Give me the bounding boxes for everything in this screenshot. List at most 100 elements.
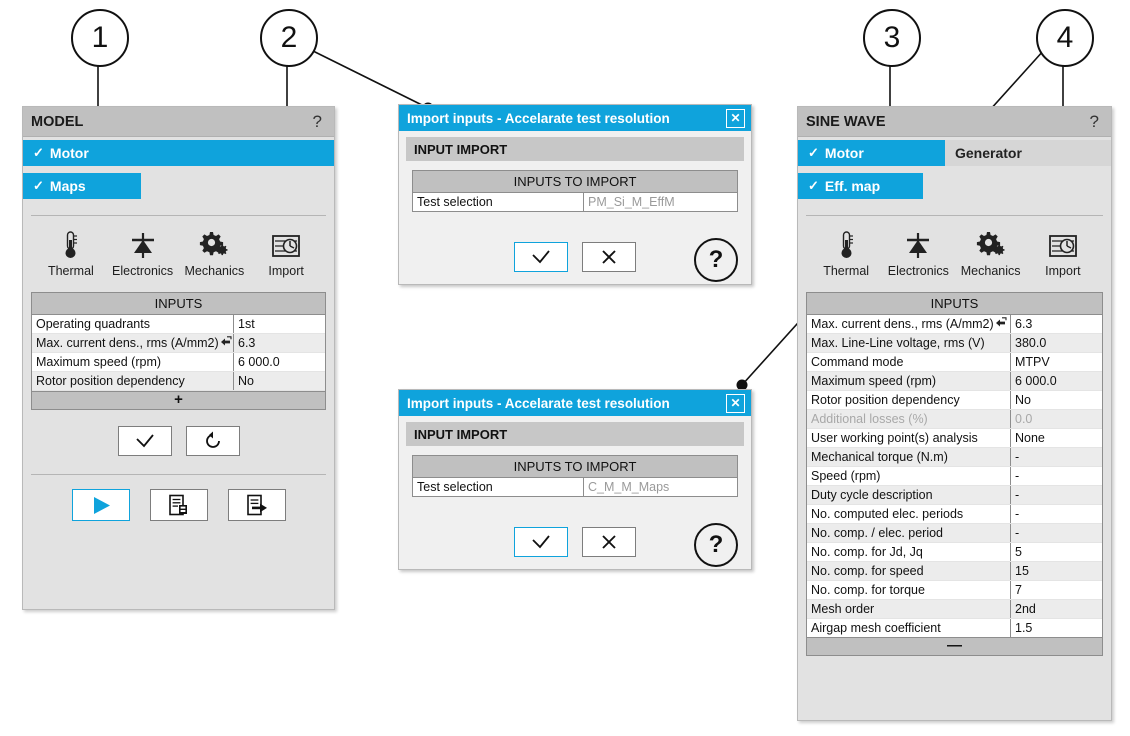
row-key: Speed (rpm) [811, 469, 881, 483]
tab-generator[interactable]: Generator [945, 140, 1032, 166]
row-value[interactable]: 6 000.0 [1010, 372, 1102, 390]
icon-label: Thermal [47, 264, 94, 278]
row-value[interactable]: 6.3 [1010, 315, 1102, 333]
dialog-help-icon[interactable]: ? [694, 523, 738, 567]
icon-label: Electronics [887, 264, 949, 278]
row-key-cell: No. comp. / elec. period [807, 526, 1010, 540]
table-row[interactable]: Airgap mesh coefficient 1.5 [807, 619, 1102, 637]
tab-maps[interactable]: ✓ Maps [23, 173, 141, 199]
help-icon[interactable]: ? [312, 111, 322, 131]
row-value[interactable]: MTPV [1010, 353, 1102, 371]
table-row[interactable]: Max. current dens., rms (A/mm2) 6.3 [32, 334, 325, 353]
collapse-inputs-button[interactable]: — [807, 637, 1102, 655]
row-value[interactable]: PM_Si_M_EffM [583, 193, 737, 211]
row-value[interactable]: - [1010, 524, 1102, 542]
table-row[interactable]: Max. Line-Line voltage, rms (V)380.0 [807, 334, 1102, 353]
row-value[interactable]: 6 000.0 [233, 353, 325, 371]
table-row[interactable]: No. computed elec. periods- [807, 505, 1102, 524]
tab-eff-map[interactable]: ✓ Eff. map [798, 173, 923, 199]
row-value[interactable]: 7 [1010, 581, 1102, 599]
table-row[interactable]: Speed (rpm) - [807, 467, 1102, 486]
help-icon[interactable]: ? [1089, 111, 1099, 131]
icon-label: Import [1045, 264, 1081, 278]
close-icon[interactable]: ✕ [726, 108, 745, 128]
row-value[interactable]: 1st [233, 315, 325, 333]
row-value[interactable]: No [1010, 391, 1102, 409]
mechanics-icon [198, 230, 230, 260]
page-title: MODEL [31, 113, 84, 130]
inputs-to-import-table: INPUTS TO IMPORT Test selection C_M_M_Ma… [412, 455, 738, 497]
callout-marker-2: 2 [260, 9, 318, 67]
dialog-cancel-button[interactable] [582, 242, 636, 272]
dialog-ok-button[interactable] [514, 527, 568, 557]
table-row[interactable]: Operating quadrants 1st [32, 315, 325, 334]
row-key: Max. current dens., rms (A/mm2) [811, 317, 994, 331]
report-button[interactable] [149, 489, 208, 521]
export-button[interactable] [227, 489, 286, 521]
table-row[interactable]: Test selection C_M_M_Maps [413, 478, 737, 496]
icon-button-import[interactable]: Import [1028, 230, 1098, 278]
icon-button-mechanics[interactable]: Mechanics [179, 230, 249, 278]
table-row[interactable]: Duty cycle description- [807, 486, 1102, 505]
validate-button[interactable] [117, 426, 172, 456]
row-value[interactable]: 0.0 [1010, 410, 1102, 428]
icon-button-thermal[interactable]: Thermal [811, 230, 881, 278]
row-key: Maximum speed (rpm) [36, 355, 162, 369]
dialog-title: Import inputs - Accelarate test resoluti… [407, 110, 670, 126]
tab-motor[interactable]: ✓ Motor [23, 140, 334, 166]
dialog-actions: ? [406, 523, 744, 567]
run-button[interactable] [71, 489, 130, 521]
row-value[interactable]: 6.3 [233, 334, 325, 352]
table-row[interactable]: Maximum speed (rpm) 6 000.0 [32, 353, 325, 372]
row-value[interactable]: - [1010, 467, 1102, 485]
dialog-ok-button[interactable] [514, 242, 568, 272]
row-key: Airgap mesh coefficient [811, 621, 941, 635]
dialog-help-icon[interactable]: ? [694, 238, 738, 282]
table-row[interactable]: Additional losses (%)0.0 [807, 410, 1102, 429]
icon-button-import[interactable]: Import [251, 230, 321, 278]
page-title: SINE WAVE [806, 113, 886, 130]
table-row[interactable]: Test selection PM_Si_M_EffM [413, 193, 737, 211]
import-dialog-1: Import inputs - Accelarate test resoluti… [398, 104, 752, 285]
expand-inputs-button[interactable]: + [32, 391, 325, 409]
row-key-cell: Maximum speed (rpm) [807, 374, 1010, 388]
close-icon[interactable]: ✕ [726, 393, 745, 413]
table-row[interactable]: Rotor position dependency No [32, 372, 325, 391]
table-row[interactable]: Max. current dens., rms (A/mm2) 6.3 [807, 315, 1102, 334]
row-value[interactable]: 5 [1010, 543, 1102, 561]
table-header: INPUTS [32, 293, 325, 315]
dialog-title: Import inputs - Accelarate test resoluti… [407, 395, 670, 411]
dialog-cancel-button[interactable] [582, 527, 636, 557]
table-row[interactable]: No. comp. / elec. period- [807, 524, 1102, 543]
model-tabs-secondary: ✓ Maps [23, 173, 334, 199]
row-value[interactable]: - [1010, 505, 1102, 523]
sine-icon-strip: Thermal Electronics [798, 216, 1111, 282]
icon-button-electronics[interactable]: Electronics [108, 230, 178, 278]
table-row[interactable]: Maximum speed (rpm)6 000.0 [807, 372, 1102, 391]
row-value[interactable]: 1.5 [1010, 619, 1102, 637]
icon-button-electronics[interactable]: Electronics [883, 230, 953, 278]
table-row[interactable]: Mechanical torque (N.m)- [807, 448, 1102, 467]
row-value[interactable]: 15 [1010, 562, 1102, 580]
row-value[interactable]: - [1010, 486, 1102, 504]
row-value[interactable]: No [233, 372, 325, 390]
row-value[interactable]: C_M_M_Maps [583, 478, 737, 496]
row-value[interactable]: None [1010, 429, 1102, 447]
row-key: Max. current dens., rms (A/mm2) [36, 336, 219, 350]
icon-button-thermal[interactable]: Thermal [36, 230, 106, 278]
icon-button-mechanics[interactable]: Mechanics [956, 230, 1026, 278]
row-key: Operating quadrants [36, 317, 150, 331]
callout-label: 3 [883, 21, 901, 54]
row-value[interactable]: - [1010, 448, 1102, 466]
row-value[interactable]: 2nd [1010, 600, 1102, 618]
reset-button[interactable] [185, 426, 240, 456]
row-value[interactable]: 380.0 [1010, 334, 1102, 352]
tab-motor[interactable]: ✓ Motor [798, 140, 945, 166]
